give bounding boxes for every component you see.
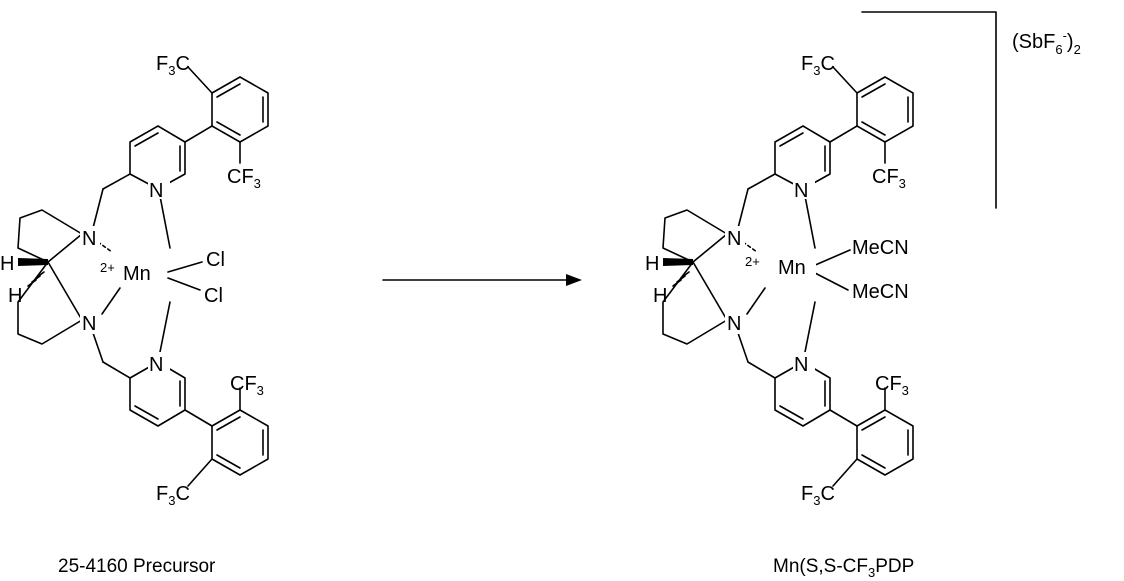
svg-text:N: N [727, 313, 741, 335]
svg-text:N: N [794, 354, 808, 376]
metal-center: Mn [123, 263, 151, 285]
svg-text:F3C: F3C [801, 53, 835, 78]
chloride-2: Cl [204, 285, 223, 307]
svg-text:H: H [653, 285, 667, 307]
reactant-bonds [17, 66, 269, 487]
charge-bracket [861, 11, 997, 209]
reactant-caption: 25-4160 Precursor [58, 556, 216, 577]
product-bonds [662, 11, 997, 487]
cf3-label-top: CF3 [227, 166, 261, 191]
mecn-ligand-2: MeCN [852, 281, 909, 303]
amine-n-top: N [82, 228, 96, 250]
product-structure: F3C CF3 N N H H 2+ Mn MeCN MeCN N N CF3 [645, 11, 1081, 580]
hydrogen-hash: H [8, 285, 22, 307]
svg-text:CF3: CF3 [872, 166, 906, 191]
svg-text:N: N [727, 228, 741, 250]
chloride-1: Cl [206, 249, 225, 271]
counterion-label: (SbF6-)2 [1012, 28, 1081, 57]
lower-pyridine-ring [129, 361, 186, 427]
product-metal-center: Mn [778, 257, 806, 279]
reaction-arrow [382, 274, 582, 286]
svg-text:H: H [645, 253, 659, 275]
hydrogen-wedge: H [0, 253, 14, 275]
product-labels: F3C CF3 N N H H 2+ Mn MeCN MeCN N N CF3 [645, 28, 1081, 508]
svg-text:F3C: F3C [801, 483, 835, 508]
svg-text:2+: 2+ [745, 254, 760, 269]
cf3-label-bottom: CF3 [230, 373, 264, 398]
reactant-structure: F3C CF3 N N H H 2+ Mn Cl Cl N N CF3 F3C [0, 53, 269, 577]
lower-pyrrolidine [17, 261, 83, 345]
arrow-head [566, 274, 582, 286]
reactant-labels: F3C CF3 N N H H 2+ Mn Cl Cl N N CF3 F3C [0, 53, 264, 508]
svg-text:N: N [794, 180, 808, 202]
svg-text:CF3: CF3 [875, 373, 909, 398]
pyridine-n-top: N [149, 180, 163, 202]
amine-n-bottom: N [82, 313, 96, 335]
product-caption: Mn(S,S-CF3PDP [773, 556, 914, 580]
f3c-label-top: F3C [156, 53, 190, 78]
upper-aryl-ring [211, 76, 269, 143]
lower-aryl-ring [211, 409, 269, 476]
mecn-ligand-1: MeCN [852, 237, 909, 259]
charge-label: 2+ [100, 260, 115, 275]
f3c-label-bottom: F3C [156, 483, 190, 508]
upper-pyrrolidine [17, 209, 83, 263]
pyridine-n-bottom: N [149, 354, 163, 376]
